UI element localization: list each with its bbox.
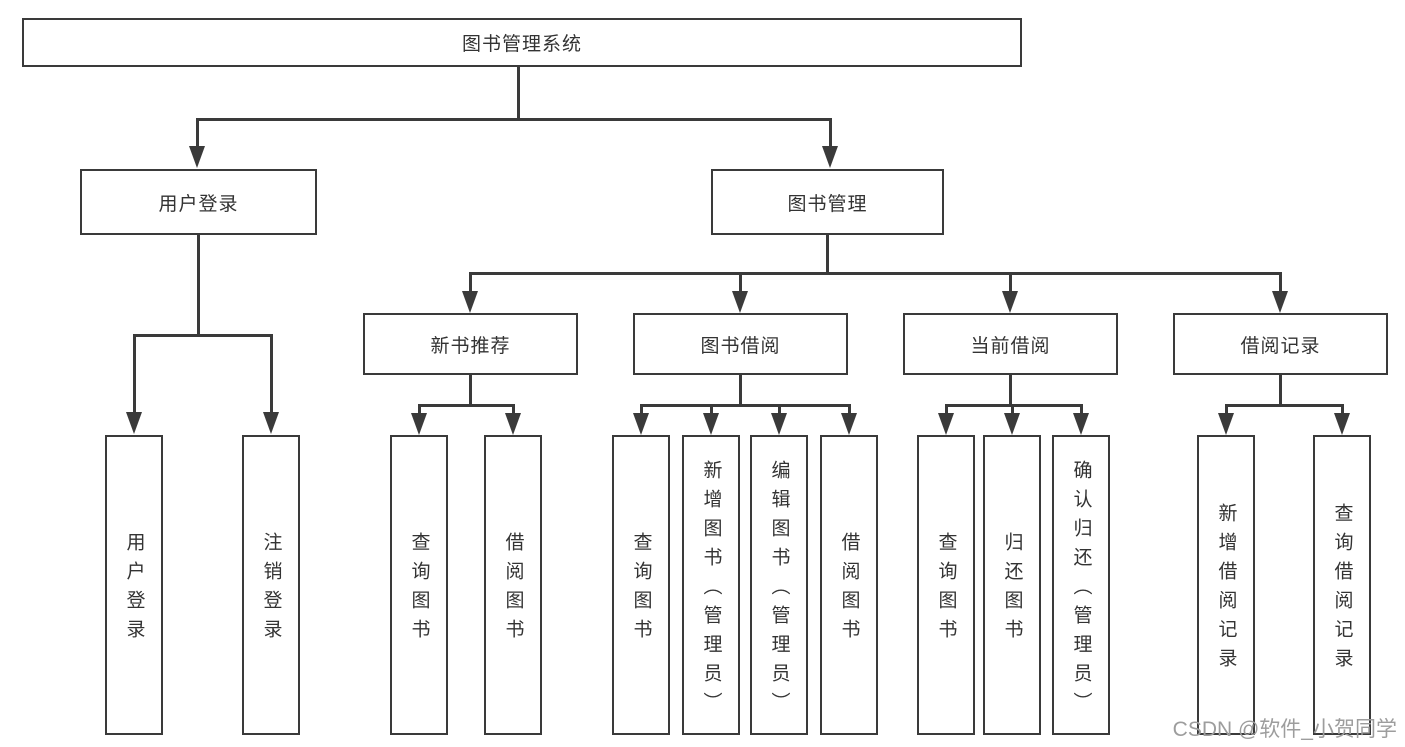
leaf-query-books-current-label: 查询图书: [935, 532, 957, 648]
node-book-management: 图书管理: [711, 169, 944, 235]
connector-segment: [826, 235, 829, 274]
connector-segment: [133, 334, 273, 337]
connector-segment: [270, 334, 273, 414]
arrow-down-icon: [771, 413, 787, 435]
leaf-return-books: 归还图书: [983, 435, 1041, 735]
leaf-borrow-books-borrowing-label: 借阅图书: [838, 532, 860, 648]
arrow-down-icon: [462, 291, 478, 313]
node-book-management-label: 图书管理: [787, 193, 868, 215]
connector-segment: [739, 272, 742, 294]
connector-segment: [829, 118, 832, 148]
connector-segment: [197, 235, 200, 336]
leaf-confirm-return-admin-label: 确认归还（管理员）: [1070, 459, 1092, 721]
leaf-query-borrow-record: 查询借阅记录: [1313, 435, 1371, 735]
arrow-down-icon: [1002, 291, 1018, 313]
leaf-logout: 注销登录: [242, 435, 300, 735]
connector-segment: [1279, 272, 1282, 294]
connector-segment: [778, 404, 781, 414]
connector-segment: [739, 375, 742, 406]
connector-segment: [512, 404, 515, 414]
arrow-down-icon: [411, 413, 427, 435]
connector-segment: [945, 404, 948, 414]
connector-segment: [418, 404, 515, 407]
leaf-logout-label: 注销登录: [260, 532, 282, 648]
leaf-user-login: 用户登录: [105, 435, 163, 735]
arrow-down-icon: [263, 412, 279, 434]
node-library-system: 图书管理系统: [22, 18, 1022, 67]
node-borrowing-records-label: 借阅记录: [1240, 335, 1321, 357]
node-current-borrowing: 当前借阅: [903, 313, 1118, 375]
connector-segment: [133, 334, 136, 414]
leaf-query-books-borrowing-label: 查询图书: [630, 532, 652, 648]
leaf-edit-books-admin-label: 编辑图书（管理员）: [768, 459, 790, 721]
leaf-add-books-admin-label: 新增图书（管理员）: [700, 459, 722, 721]
arrow-down-icon: [938, 413, 954, 435]
arrow-down-icon: [189, 146, 205, 168]
leaf-borrow-books-recommend: 借阅图书: [484, 435, 542, 735]
csdn-watermark: CSDN @软件_小贺同学: [1172, 718, 1397, 741]
connector-segment: [640, 404, 851, 407]
connector-segment: [640, 404, 643, 414]
arrow-down-icon: [703, 413, 719, 435]
node-book-borrowing-label: 图书借阅: [700, 335, 781, 357]
node-new-book-recommend: 新书推荐: [363, 313, 578, 375]
arrow-down-icon: [633, 413, 649, 435]
connector-segment: [848, 404, 851, 414]
node-user-login: 用户登录: [80, 169, 317, 235]
arrow-down-icon: [732, 291, 748, 313]
connector-segment: [469, 272, 472, 294]
connector-segment: [1011, 404, 1014, 414]
connector-segment: [469, 375, 472, 406]
connector-segment: [945, 404, 1083, 407]
leaf-borrow-books-borrowing: 借阅图书: [820, 435, 878, 735]
leaf-add-borrow-record-label: 新增借阅记录: [1215, 503, 1237, 677]
connector-segment: [1279, 375, 1282, 406]
arrow-down-icon: [1073, 413, 1089, 435]
leaf-borrow-books-recommend-label: 借阅图书: [502, 532, 524, 648]
node-library-system-label: 图书管理系统: [461, 34, 582, 55]
leaf-user-login-label: 用户登录: [123, 532, 145, 648]
node-user-login-label: 用户登录: [158, 193, 239, 215]
connector-segment: [196, 118, 832, 121]
leaf-confirm-return-admin: 确认归还（管理员）: [1052, 435, 1110, 735]
leaf-add-books-admin: 新增图书（管理员）: [682, 435, 740, 735]
connector-segment: [517, 66, 520, 120]
leaf-edit-books-admin: 编辑图书（管理员）: [750, 435, 808, 735]
leaf-add-borrow-record: 新增借阅记录: [1197, 435, 1255, 735]
leaf-query-books-recommend: 查询图书: [390, 435, 448, 735]
arrow-down-icon: [1272, 291, 1288, 313]
node-new-book-recommend-label: 新书推荐: [430, 335, 511, 357]
node-current-borrowing-label: 当前借阅: [970, 335, 1051, 357]
connector-segment: [1225, 404, 1344, 407]
arrow-down-icon: [822, 146, 838, 168]
connector-segment: [418, 404, 421, 414]
arrow-down-icon: [1218, 413, 1234, 435]
leaf-query-books-borrowing: 查询图书: [612, 435, 670, 735]
connector-segment: [710, 404, 713, 414]
leaf-query-borrow-record-label: 查询借阅记录: [1331, 503, 1353, 677]
connector-segment: [1341, 404, 1344, 414]
leaf-query-books-recommend-label: 查询图书: [408, 532, 430, 648]
node-borrowing-records: 借阅记录: [1173, 313, 1388, 375]
node-book-borrowing: 图书借阅: [633, 313, 848, 375]
arrow-down-icon: [1334, 413, 1350, 435]
connector-segment: [469, 272, 1282, 275]
leaf-return-books-label: 归还图书: [1001, 532, 1023, 648]
connector-segment: [1009, 375, 1012, 406]
connector-segment: [196, 118, 199, 148]
connector-segment: [1009, 272, 1012, 294]
arrow-down-icon: [505, 413, 521, 435]
connector-segment: [1080, 404, 1083, 414]
connector-segment: [1225, 404, 1228, 414]
arrow-down-icon: [126, 412, 142, 434]
leaf-query-books-current: 查询图书: [917, 435, 975, 735]
arrow-down-icon: [1004, 413, 1020, 435]
arrow-down-icon: [841, 413, 857, 435]
